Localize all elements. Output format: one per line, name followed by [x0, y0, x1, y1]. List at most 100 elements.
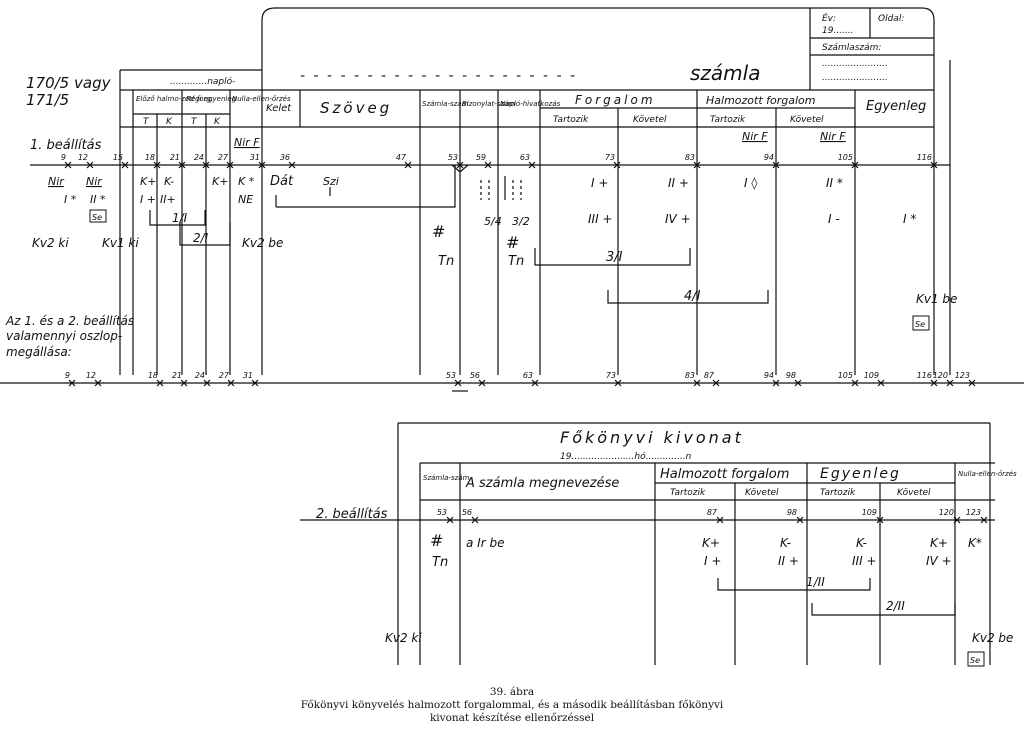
stop1-mark-b-14 [693, 161, 701, 169]
stop2-mark-b-3 [796, 516, 804, 524]
stop2-mark-b-1 [471, 516, 479, 524]
stop1-mark-b-17 [930, 161, 938, 169]
c18b: I + [140, 193, 156, 206]
stop1-number-59: 59 [476, 153, 486, 162]
bracket-2I: 2/I [193, 231, 209, 245]
header-bizonylat: Bizonylat-szám [462, 100, 515, 108]
stop2-mark-b-0 [446, 516, 454, 524]
b-hash: # [430, 531, 443, 550]
mid-note-1: Az 1. és a 2. beállítás [5, 314, 134, 328]
stopall-mark-b-10 [614, 379, 622, 387]
stopall-number-18: 18 [148, 371, 158, 380]
f-II-plus: II + [668, 176, 689, 190]
stop-marks [64, 161, 988, 524]
szamlaszam-dots: ....................... [822, 59, 888, 69]
stopall-mark-b-12 [712, 379, 720, 387]
left-note-2: 171/5 [26, 91, 69, 109]
stop1-mark-b-1 [86, 161, 94, 169]
c31b: NE [238, 193, 253, 206]
dat: Dát [270, 174, 294, 189]
stop2-number-56: 56 [462, 508, 472, 517]
stopall-mark-b-3 [180, 379, 188, 387]
stop1-mark-b-8 [288, 161, 296, 169]
szamla-dashes: - - - - - - - - - - - - - - - - - - - - … [300, 68, 577, 84]
stop2-number-120: 120 [939, 508, 954, 517]
stopall-mark-b-15 [851, 379, 859, 387]
stopall-number-24: 24 [195, 371, 205, 380]
c21a: K- [164, 175, 174, 188]
beallitas-1: 1. beállítás [30, 138, 102, 153]
nir-f-2: Nir F [742, 130, 768, 143]
se-2: Se [915, 320, 925, 329]
b-kv2-ki: Kv2 ki [385, 631, 422, 645]
stop1-number-47: 47 [396, 153, 407, 162]
bracket-1I: 1/I [172, 211, 188, 225]
stop1-mark-b-13 [613, 161, 621, 169]
caption-line-2: Főkönyvi könyvelés halmozott forgalommal… [300, 699, 724, 711]
stop2-number-98: 98 [787, 508, 797, 517]
stopall-mark-b-13 [772, 379, 780, 387]
stop2-mark-b-2 [716, 516, 724, 524]
stopall-mark-b-5 [227, 379, 235, 387]
stop2-number-53: 53 [437, 508, 447, 517]
stop1-number-63: 63 [520, 153, 530, 162]
header-regi: Régi egyenleg [186, 95, 237, 103]
b-tn: Tn [432, 555, 448, 570]
c18a: K+ [140, 175, 156, 188]
header-szamlaszam: Számla-szám [422, 100, 469, 108]
stopall-mark-b-1 [94, 379, 102, 387]
header-halmozott: Halmozott forgalom [706, 94, 816, 107]
header-forgalom: Forgalom [575, 93, 656, 107]
stopall-mark-b-0 [68, 379, 76, 387]
kv1-be: Kv1 be [916, 292, 957, 306]
szamlaszam-dots-2: ....................... [822, 73, 888, 83]
header-elozo: Előző halmo-zott forg. [136, 94, 213, 103]
nir-2: Nir [86, 175, 103, 188]
stop1-mark-b-15 [772, 161, 780, 169]
stop1-number-9: 9 [61, 153, 66, 162]
stopall-mark-b-6 [251, 379, 259, 387]
stop1-number-12: 12 [78, 153, 88, 162]
szamla-title: számla [690, 61, 760, 85]
h-I-diamond: I ◊ [744, 176, 757, 190]
bracket-3I: 3/I [606, 250, 623, 265]
header-nulla: Nulla-ellen-őrzés [232, 94, 291, 103]
stop2-mark-b-6 [980, 516, 988, 524]
f-III-plus: III + [588, 212, 613, 226]
stopall-number-27: 27 [219, 371, 230, 380]
stop1-number-53: 53 [448, 153, 458, 162]
figure-caption: 39. ábra Főkönyvi könyvelés halmozott fo… [0, 686, 1024, 725]
stop1-mark-b-4 [178, 161, 186, 169]
szamlaszam-label: Számlaszám: [822, 43, 881, 53]
stop1-mark-b-9 [404, 161, 412, 169]
kv1-ki: Kv1 ki [102, 236, 139, 250]
stopall-number-94: 94 [764, 371, 774, 380]
kv2-be: Kv2 be [242, 236, 283, 250]
stop1-mark-b-2 [121, 161, 129, 169]
ev-value: 19....... [822, 26, 853, 36]
stop1-mark-b-5 [202, 161, 210, 169]
se-box-3 [967, 651, 985, 667]
bottom-form-lines [300, 422, 995, 665]
b-halm-kovetel: Követel [745, 488, 779, 498]
stopall-number-21: 21 [172, 371, 182, 380]
b-c87b: I + [704, 554, 721, 568]
naplo-label: .............napló- [170, 76, 235, 87]
b-54: 5/4 [484, 215, 502, 228]
stop2-number-123: 123 [966, 508, 981, 517]
stopall-number-87: 87 [704, 371, 715, 380]
header-T2: T [191, 117, 198, 127]
stopall-mark-b-8 [478, 379, 486, 387]
stop1-mark-b-12 [528, 161, 536, 169]
b-header-halmozott: Halmozott forgalom [660, 467, 789, 482]
tn-1: Tn [438, 254, 454, 269]
stopall-mark-b-9 [531, 379, 539, 387]
h-I-minus: I - [828, 212, 840, 226]
ev-label: Év: [822, 12, 836, 24]
b-c120a: K+ [930, 536, 948, 550]
stopall-number-116: 116 [917, 371, 932, 380]
stopall-number-98: 98 [786, 371, 796, 380]
stop1-number-18: 18 [145, 153, 155, 162]
stop2-number-87: 87 [707, 508, 718, 517]
